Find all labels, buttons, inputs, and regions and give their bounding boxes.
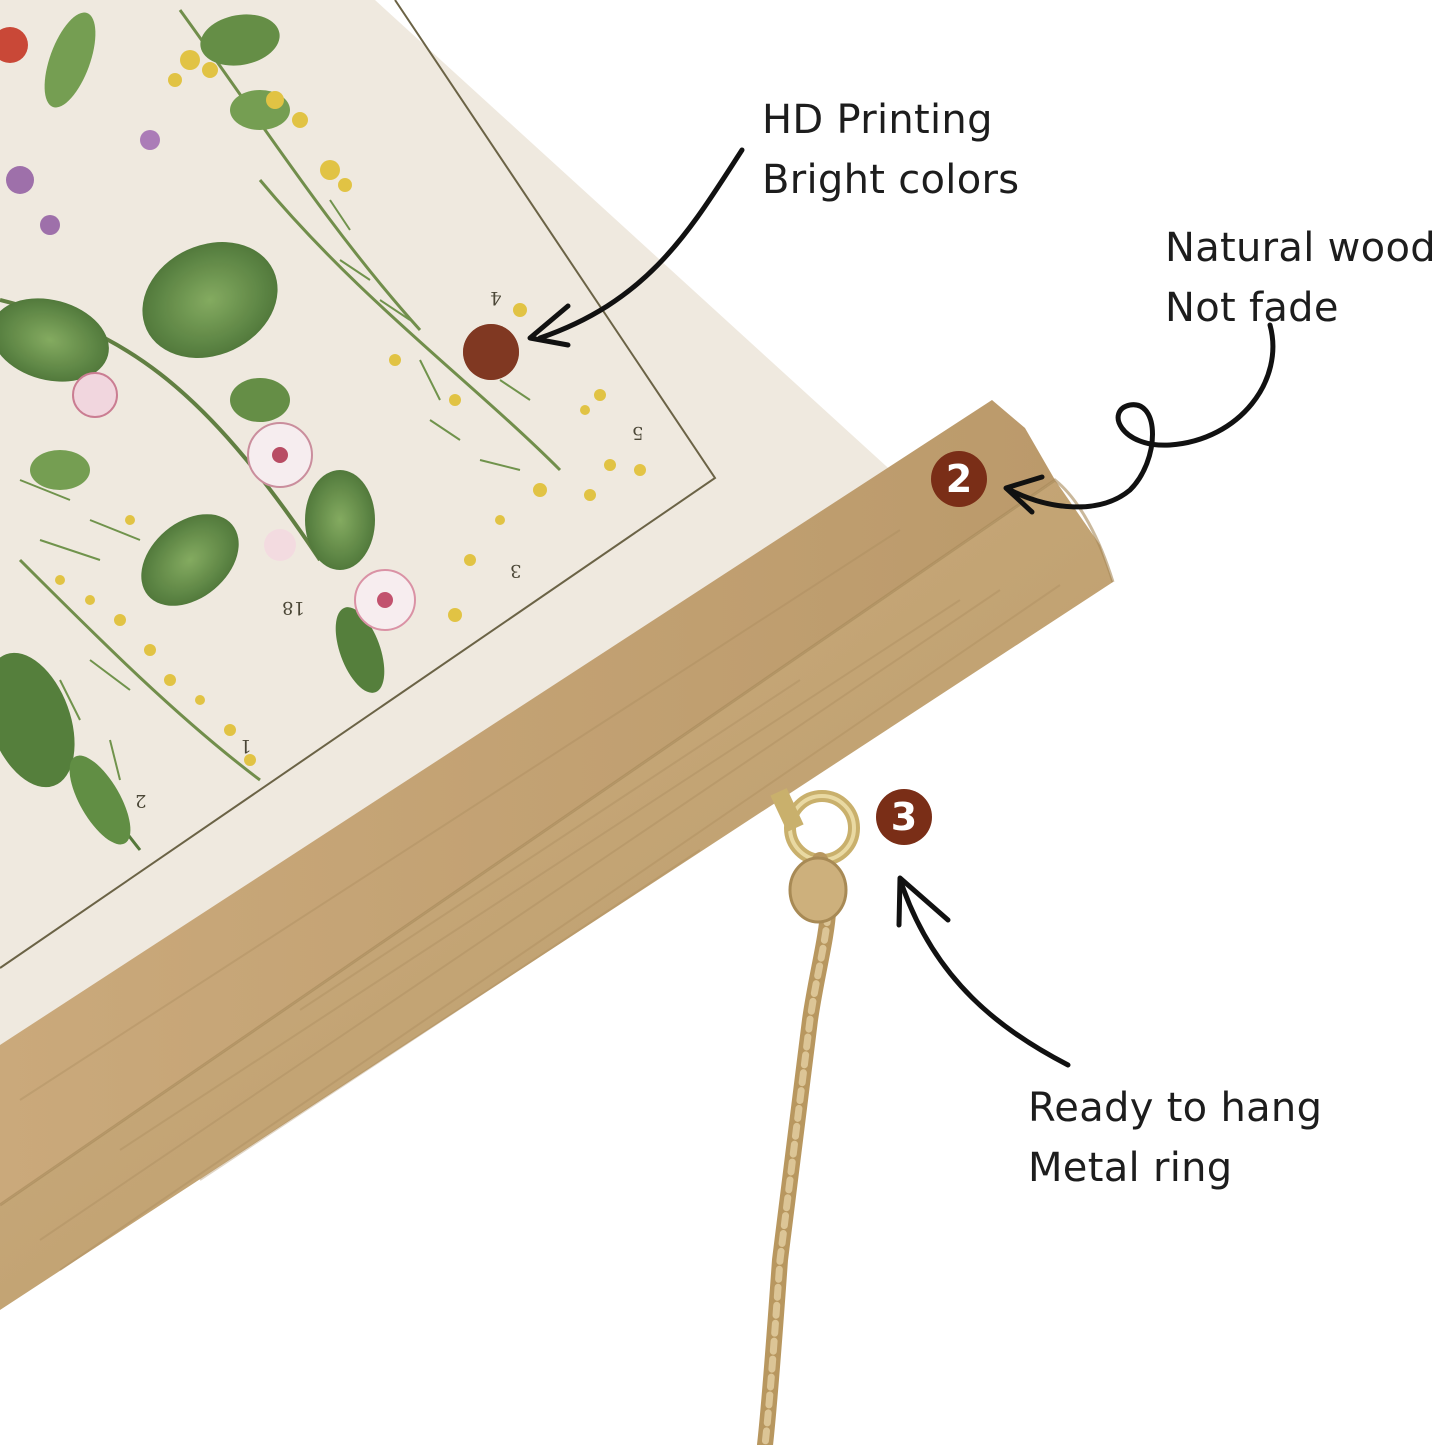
callout-hanging-line1: Ready to hang — [1028, 1085, 1323, 1131]
wooden-hanger-top — [0, 400, 1055, 1205]
plate-number: 5 — [632, 422, 644, 443]
badge-hanging: 3 — [876, 789, 932, 845]
callout-wood-line1: Natural wood — [1165, 225, 1436, 271]
wooden-hanger-front — [0, 480, 1113, 1310]
arrow-printing — [537, 147, 745, 341]
botanical-illustration — [0, 9, 646, 851]
badge-wood: 2 — [931, 451, 987, 507]
metal-eye-ring — [770, 788, 860, 866]
arrow-hang — [899, 882, 1071, 1068]
callout-arrows — [527, 147, 1276, 1068]
arrow-wood — [1007, 322, 1276, 510]
plate-number: 3 — [510, 560, 522, 581]
badge-printing: 1 — [463, 324, 519, 380]
callout-printing: HD Printing Bright colors — [762, 90, 1019, 210]
plate-number: 2 — [135, 790, 147, 811]
plate-number: 4 — [490, 287, 502, 308]
callout-hanging: Ready to hang Metal ring — [1028, 1078, 1322, 1198]
callout-wood: Natural wood Not fade — [1165, 218, 1436, 338]
hanging-twine — [757, 852, 848, 1445]
callout-hanging-line2: Metal ring — [1028, 1145, 1233, 1191]
callout-wood-line2: Not fade — [1165, 285, 1339, 331]
poster-border-line — [0, 0, 717, 969]
plate-number: 1 — [240, 735, 252, 756]
plate-number: 18 — [282, 597, 305, 618]
callout-printing-line2: Bright colors — [762, 157, 1020, 203]
callout-printing-line1: HD Printing — [762, 97, 993, 143]
